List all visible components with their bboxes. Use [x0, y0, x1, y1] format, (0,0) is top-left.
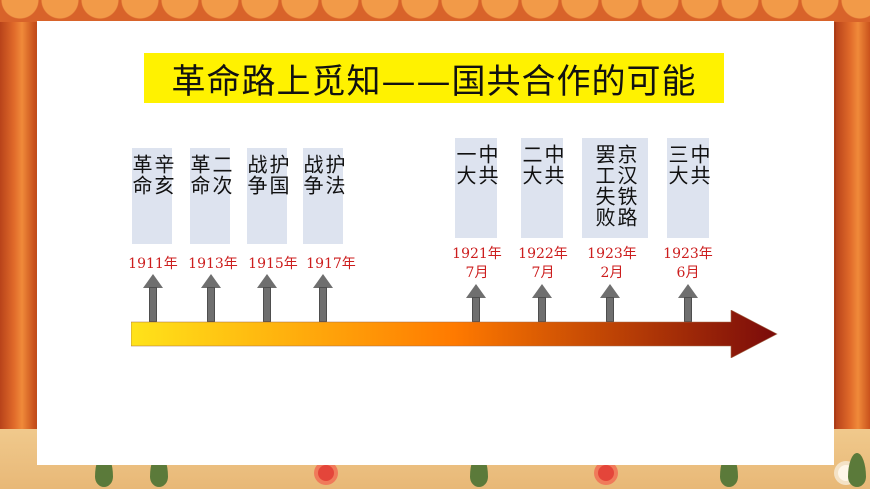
event-card-third-congress: 中共 三大	[665, 138, 711, 238]
event-date-year: 1911年	[128, 256, 178, 272]
event-label-line: 三大	[665, 144, 689, 186]
event-card-railway-strike: 京汉铁路 罢工失败	[582, 138, 648, 238]
up-arrow-icon	[678, 284, 698, 322]
event-label-line: 护国	[266, 154, 290, 196]
event-label-line: 战争	[244, 154, 268, 196]
event-date-year: 1922年	[518, 246, 568, 262]
event-date-year: 1923年	[587, 246, 637, 262]
title-banner: 革命路上觅知——国共合作的可能	[144, 53, 724, 103]
timeline-arrow	[131, 310, 778, 358]
flower-icon	[318, 465, 334, 481]
event-date: 1911年	[124, 255, 182, 274]
event-label-line: 一大	[453, 144, 477, 186]
event-label-line: 护法	[322, 154, 346, 196]
event-date-month: 7月	[531, 265, 555, 281]
up-arrow-icon	[532, 284, 552, 322]
event-date-month: 7月	[465, 265, 489, 281]
event-label-line: 革命	[187, 154, 211, 196]
event-date-year: 1921年	[452, 246, 502, 262]
event-card-first-congress: 中共 一大	[453, 138, 499, 238]
event-label-line: 革命	[129, 154, 153, 196]
event-label-line: 罢工失败	[592, 144, 616, 228]
slide-title: 革命路上觅知——国共合作的可能	[171, 61, 697, 102]
event-date: 1923年 2月	[583, 245, 641, 283]
event-label-line: 辛亥	[151, 154, 175, 196]
up-arrow-icon	[466, 284, 486, 322]
event-label-line: 二大	[519, 144, 543, 186]
event-card-national-protection-war: 护国 战争	[244, 148, 290, 244]
event-label-line: 中共	[687, 144, 711, 186]
event-card-constitutional-protection-war: 护法 战争	[300, 148, 346, 244]
up-arrow-icon	[313, 274, 333, 322]
event-card-second-congress: 中共 二大	[519, 138, 565, 238]
event-label-line: 中共	[475, 144, 499, 186]
event-date-year: 1913年	[188, 256, 238, 272]
event-card-xinhai: 辛亥 革命	[129, 148, 175, 244]
event-date: 1915年	[244, 255, 302, 274]
up-arrow-icon	[600, 284, 620, 322]
event-date-year: 1915年	[248, 256, 298, 272]
curtain-valance	[0, 0, 870, 22]
event-card-second-revolution: 二次 革命	[187, 148, 233, 244]
event-date-year: 1917年	[306, 256, 356, 272]
up-arrow-icon	[201, 274, 221, 322]
event-date-month: 2月	[600, 265, 624, 281]
up-arrow-icon	[257, 274, 277, 322]
flower-icon	[598, 465, 614, 481]
event-date: 1923年 6月	[659, 245, 717, 283]
event-label-line: 京汉铁路	[614, 144, 638, 228]
event-label-line: 中共	[541, 144, 565, 186]
event-label-line: 二次	[209, 154, 233, 196]
plant-leaf-icon	[848, 453, 866, 487]
event-date-year: 1923年	[663, 246, 713, 262]
event-date: 1913年	[184, 255, 242, 274]
event-date: 1917年	[302, 255, 360, 274]
event-date: 1921年 7月	[448, 245, 506, 283]
event-date: 1922年 7月	[514, 245, 572, 283]
event-label-line: 战争	[300, 154, 324, 196]
event-date-month: 6月	[676, 265, 700, 281]
up-arrow-icon	[143, 274, 163, 322]
